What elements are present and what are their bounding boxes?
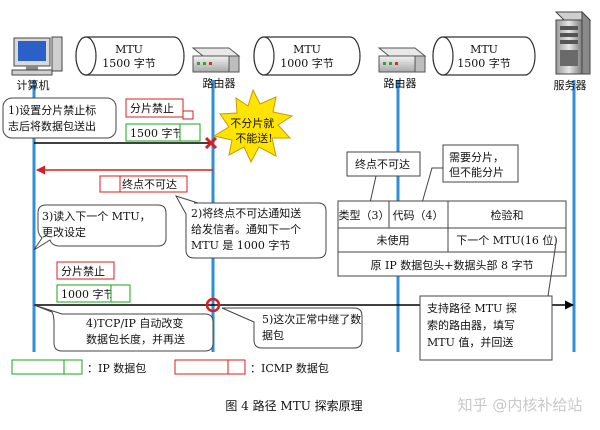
svg-text:3)读入下一个 MTU， 更改设定: 3)读入下一个 MTU， 更改设定 [42,209,154,239]
step-5-line-1: 5)这次正常中继了数 [262,312,361,326]
link-3-mtu: MTU [470,43,498,56]
legend-icmp-label: ：ICMP 数据包 [250,361,329,375]
legend-icmp-swatch [174,359,229,375]
step-5-callout: 5)这次正常中继了数 据包 [221,307,365,349]
step-5-line-2: 据包 [262,328,284,342]
link-1-size: 1500 字节 [102,56,156,70]
icmp-unused-cell: 未使用 [377,234,410,247]
step-2-line-1: 2)将终点不可达通知送 [191,206,301,220]
packet-1-size: 1500 字节 [130,126,184,140]
step-4-line-1: 4)TCP/IP 自动改变 [86,316,183,330]
figure-caption: 图 4 路径 MTU 探索原理 [225,398,362,413]
path-note-line-3: MTU 值，并回送 [427,335,513,349]
link-1: MTU 1500 字节 [75,36,185,76]
drop-x-icon [204,136,218,150]
legend-ip-label: ：IP 数据包 [87,361,146,375]
icmp-orig-header-cell: 原 IP 数据包头+数据头部 8 字节 [371,258,534,272]
path-mtu-note: 支持路径 MTU 探 索的路由器，填写 MTU 值，并回送 [419,295,553,361]
packet-1: 分片禁止 1500 字节 [125,98,201,142]
step-3-line-1: 3)读入下一个 MTU， [42,209,151,223]
link-1-mtu: MTU [115,43,143,56]
link-2-mtu: MTU [293,43,321,56]
svg-text:需要分片， 但不能分片: 需要分片， 但不能分片 [449,151,508,179]
step-1-callout: 1)设置分片禁止标 志后将数据包送出 [2,97,117,139]
icmp-packet: 终点不可达 [99,175,188,193]
server-icon [554,10,592,75]
step-2-line-2: 给发信者。通知下一个 [191,222,301,236]
watermark: 知乎 @内核补给站 [458,396,583,414]
step-1-line-2: 志后将数据包送出 [8,119,96,133]
icmp-code-cell: 代码（4） [393,209,444,222]
svg-text:4)TCP/IP 自动改变 数据包长度，并再送: 4)TCP/IP 自动改变 数据包长度，并再送 [86,316,187,346]
step-3-line-2: 更改设定 [42,225,86,239]
icmp-needs-frag-line-2: 但不能分片 [449,165,504,179]
router-1-icon [191,47,241,73]
svg-text:2)将终点不可达通知送 给发信者。通知下一个: 2)将终点不可达通知送 给发信者。通知下一个 MTU 是 1000 字节 [191,206,305,252]
packet-2-size: 1000 字节 [61,287,115,301]
legend-ip-swatch [11,359,65,375]
packet-2: 分片禁止 1000 字节 [56,261,131,303]
icmp-unreachable-label: 终点不可达 [355,157,410,171]
step-3-callout: 3)读入下一个 MTU， 更改设定 [33,204,167,251]
icmp-checksum-cell: 检验和 [491,208,524,222]
step-1-line-1: 1)设置分片禁止标 [8,103,96,117]
router-1-label: 路由器 [203,76,236,90]
icmp-needs-frag-line-1: 需要分片， [449,151,504,164]
svg-text:不分片就 不能送!: 不分片就 不能送! [230,116,278,145]
svg-text:1)设置分片禁止标 志后将数据包送出: 1)设置分片禁止标 志后将数据包送出 [8,103,100,133]
link-2-size: 1000 字节 [280,56,334,70]
computer-icon [11,36,63,76]
explosion-icon: 不分片就 不能送! [212,88,294,164]
link-3-size: 1500 字节 [457,56,511,70]
router-2-icon [377,47,427,73]
link-2: MTU 1000 字节 [253,36,361,76]
svg-text:5)这次正常中继了数 据包: 5)这次正常中继了数 据包 [262,312,365,342]
path-note-line-1: 支持路径 MTU 探 [427,301,517,315]
router-2-label: 路由器 [384,76,417,90]
step-2-callout: 2)将终点不可达通知送 给发信者。通知下一个 MTU 是 1000 字节 [174,195,327,259]
burst-line-2: 不能送! [235,131,272,145]
computer-label: 计算机 [17,78,50,92]
icmp-format: 终点不可达 需要分片， 但不能分片 类型（3） 代码（4） 检验和 未使用 下一… [337,144,567,297]
burst-line-1: 不分片就 [230,116,274,130]
step-2-line-3: MTU 是 1000 字节 [191,238,290,252]
icmp-type-cell: 类型（3） [339,208,390,222]
icmp-header-table [337,200,567,277]
step-4-line-2: 数据包长度，并再送 [86,332,185,346]
path-note-line-2: 索的路由器，填写 [427,318,515,332]
icmp-packet-label: 终点不可达 [122,177,177,191]
svg-text:支持路径 MTU 探 索的路由器，填写: 支持路径 MTU 探 索的路由器，填写 MTU 值，并回送 [427,301,520,349]
packet-2-flag: 分片禁止 [61,265,105,278]
legend: ：IP 数据包 ：ICMP 数据包 [11,359,329,375]
server-label: 服务器 [554,79,587,92]
step-4-callout: 4)TCP/IP 自动改变 数据包长度，并再送 [33,304,214,352]
relay-ok-icon [205,297,221,313]
packet-1-flag: 分片禁止 [130,102,174,115]
link-3: MTU 1500 字节 [432,36,536,76]
icmp-next-mtu-cell: 下一个 MTU(16 位) [456,233,557,247]
